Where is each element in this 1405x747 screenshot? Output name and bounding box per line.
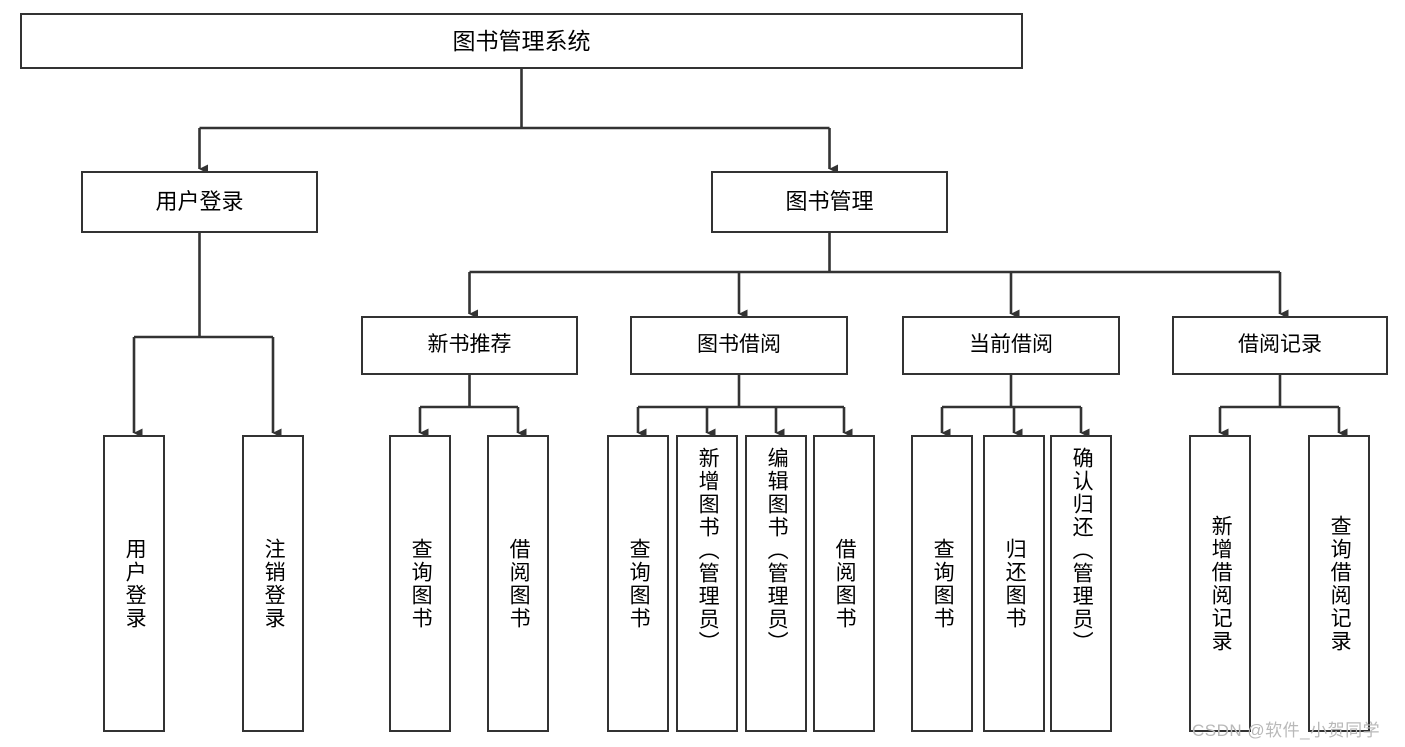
node-leaf-query-book-3[interactable]: 查询图书 xyxy=(911,435,973,732)
node-label: 查询图书 xyxy=(931,537,955,630)
node-label: 借阅图书 xyxy=(507,537,531,630)
watermark-text: CSDN @软件_小贺同学 xyxy=(1192,721,1381,740)
node-label: 注销登录 xyxy=(262,537,286,630)
node-book-borrow[interactable]: 图书借阅 xyxy=(630,316,848,375)
node-label: 用户登录 xyxy=(155,189,244,215)
node-leaf-query-book-1[interactable]: 查询图书 xyxy=(389,435,451,732)
node-borrow-record[interactable]: 借阅记录 xyxy=(1172,316,1388,375)
node-label: 新书推荐 xyxy=(427,333,512,357)
node-label: 图书管理系统 xyxy=(452,27,591,54)
node-label: 借阅图书 xyxy=(833,537,857,630)
node-label: 查询借阅记录 xyxy=(1328,514,1352,653)
node-root-root[interactable]: 图书管理系统 xyxy=(20,13,1023,69)
node-current-borrow[interactable]: 当前借阅 xyxy=(902,316,1120,375)
node-label: 查询图书 xyxy=(409,537,433,630)
node-label: 图书借阅 xyxy=(697,333,781,357)
node-leaf-return-book[interactable]: 归还图书 xyxy=(983,435,1045,732)
node-leaf-borrow-book-1[interactable]: 借阅图书 xyxy=(487,435,549,732)
node-leaf-user-login[interactable]: 用户登录 xyxy=(103,435,165,732)
node-leaf-query-book-2[interactable]: 查询图书 xyxy=(607,435,669,732)
node-label: 查询图书 xyxy=(627,537,651,630)
node-label: 新增图书（管理员） xyxy=(696,447,720,654)
node-leaf-edit-book[interactable]: 编辑图书（管理员） xyxy=(745,435,807,732)
node-user-login[interactable]: 用户登录 xyxy=(81,171,318,233)
node-leaf-borrow-book-2[interactable]: 借阅图书 xyxy=(813,435,875,732)
node-label: 借阅记录 xyxy=(1238,333,1322,357)
node-label: 归还图书 xyxy=(1003,537,1027,630)
node-label: 编辑图书（管理员） xyxy=(765,447,789,654)
node-new-book-rec[interactable]: 新书推荐 xyxy=(361,316,578,375)
node-leaf-confirm-return[interactable]: 确认归还（管理员） xyxy=(1050,435,1112,732)
node-leaf-user-logout[interactable]: 注销登录 xyxy=(242,435,304,732)
node-leaf-query-record[interactable]: 查询借阅记录 xyxy=(1308,435,1370,732)
node-label: 当前借阅 xyxy=(969,333,1053,357)
node-label: 用户登录 xyxy=(123,537,147,630)
node-label: 图书管理 xyxy=(785,189,874,215)
node-label: 确认归还（管理员） xyxy=(1070,447,1094,654)
node-label: 新增借阅记录 xyxy=(1209,514,1233,653)
node-leaf-add-book[interactable]: 新增图书（管理员） xyxy=(676,435,738,732)
node-book-manage[interactable]: 图书管理 xyxy=(711,171,948,233)
node-leaf-add-record[interactable]: 新增借阅记录 xyxy=(1189,435,1251,732)
